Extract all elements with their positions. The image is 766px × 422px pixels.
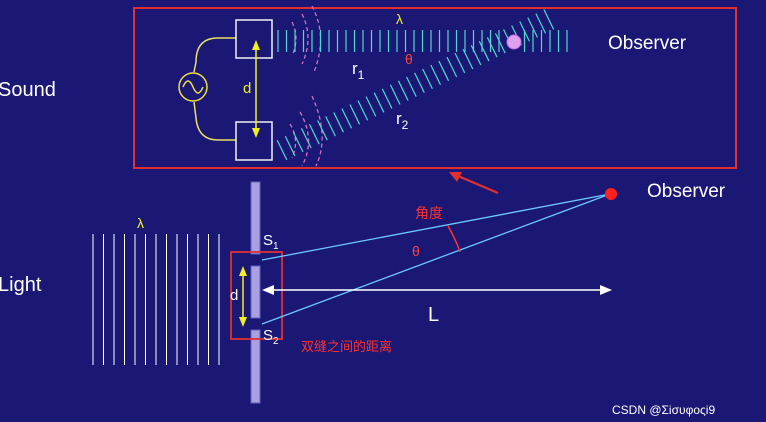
r2-label: r2 — [396, 109, 409, 132]
angle-annotation: 角度 — [415, 205, 443, 221]
double-slit-barrier — [250, 181, 261, 404]
wavefront-tick — [414, 72, 425, 93]
wavefront-tick — [341, 108, 353, 129]
slit-highlight-box — [230, 251, 283, 340]
wavefront-tick — [422, 68, 433, 89]
wavefront-tick — [357, 100, 369, 121]
wavefront-tick — [438, 60, 450, 82]
s1-label: S1 — [263, 232, 279, 252]
wavefront-tick — [308, 124, 320, 145]
wavefront-tick — [430, 64, 441, 86]
theta-label-top: θ — [405, 51, 413, 67]
wavefront-tick — [535, 13, 547, 34]
wavefront-tick — [333, 112, 344, 133]
wavefront-tick — [494, 33, 506, 54]
slit-distance-annotation: 双缝之间的距离 — [301, 339, 392, 354]
wavefront-tick — [276, 139, 288, 161]
sound-panel-frame — [133, 7, 737, 169]
ray-s1 — [261, 193, 611, 261]
wavefront-tick — [478, 41, 490, 62]
wavefront-tick — [292, 131, 304, 153]
lambda-label-top: λ — [396, 11, 403, 27]
observer-label-top: Observer — [608, 33, 687, 54]
wavefront-tick — [365, 96, 377, 117]
wire-top — [193, 37, 236, 73]
wavefront-tick — [300, 127, 312, 149]
theta-label-bottom: θ — [412, 243, 420, 259]
lambda-label-bottom: λ — [137, 215, 144, 231]
speaker-top — [235, 19, 273, 59]
wavefront-tick — [519, 21, 530, 42]
wavefront-tick — [470, 44, 482, 66]
light-label: Light — [0, 274, 42, 296]
sound-wavefronts-top — [291, 5, 322, 73]
pointer-arrow — [449, 172, 499, 195]
wavefront-tick — [486, 37, 498, 58]
wavefront-tick — [381, 88, 393, 109]
sound-label: Sound — [0, 79, 56, 101]
d-label-bottom: d — [230, 287, 238, 304]
r1-label: r1 — [352, 59, 365, 82]
L-label: L — [428, 304, 439, 326]
wavefront-tick — [543, 9, 555, 30]
wavefront-tick — [527, 17, 539, 38]
wavefront-tick — [284, 135, 296, 157]
wire-bottom — [193, 101, 236, 141]
wavefront-tick — [373, 92, 385, 113]
wavefront-tick — [405, 76, 417, 97]
wavefront-tick — [462, 48, 474, 70]
wavefront-tick — [325, 116, 336, 137]
L-dimension-arrow — [262, 285, 612, 295]
d-label-top: d — [243, 80, 251, 97]
sound-wavefronts-bottom — [289, 95, 323, 167]
observer-dot-icon — [605, 188, 617, 200]
d-dimension-arrow-bottom — [239, 266, 247, 327]
wavefront-tick — [446, 56, 458, 78]
sound-wave-r2 — [276, 9, 555, 161]
wavefront-tick — [454, 52, 466, 74]
light-plane-waves — [92, 234, 220, 365]
observer-top-marker — [506, 34, 522, 50]
ray-s2 — [261, 193, 611, 325]
wavefront-tick — [389, 84, 401, 105]
s2-label: S2 — [263, 327, 279, 347]
wavefront-tick — [317, 120, 328, 141]
speaker-bottom — [235, 121, 273, 161]
d-dimension-arrow-top — [252, 40, 260, 138]
sine-wave-generator-icon — [178, 72, 208, 102]
theta-arc — [447, 225, 461, 253]
watermark: CSDN @Σiσυφοςi9 — [612, 403, 715, 417]
observer-label-bottom: Observer — [647, 181, 726, 202]
wavefront-tick — [349, 104, 361, 125]
sound-wave-r1 — [277, 30, 568, 52]
wavefront-tick — [397, 80, 409, 101]
